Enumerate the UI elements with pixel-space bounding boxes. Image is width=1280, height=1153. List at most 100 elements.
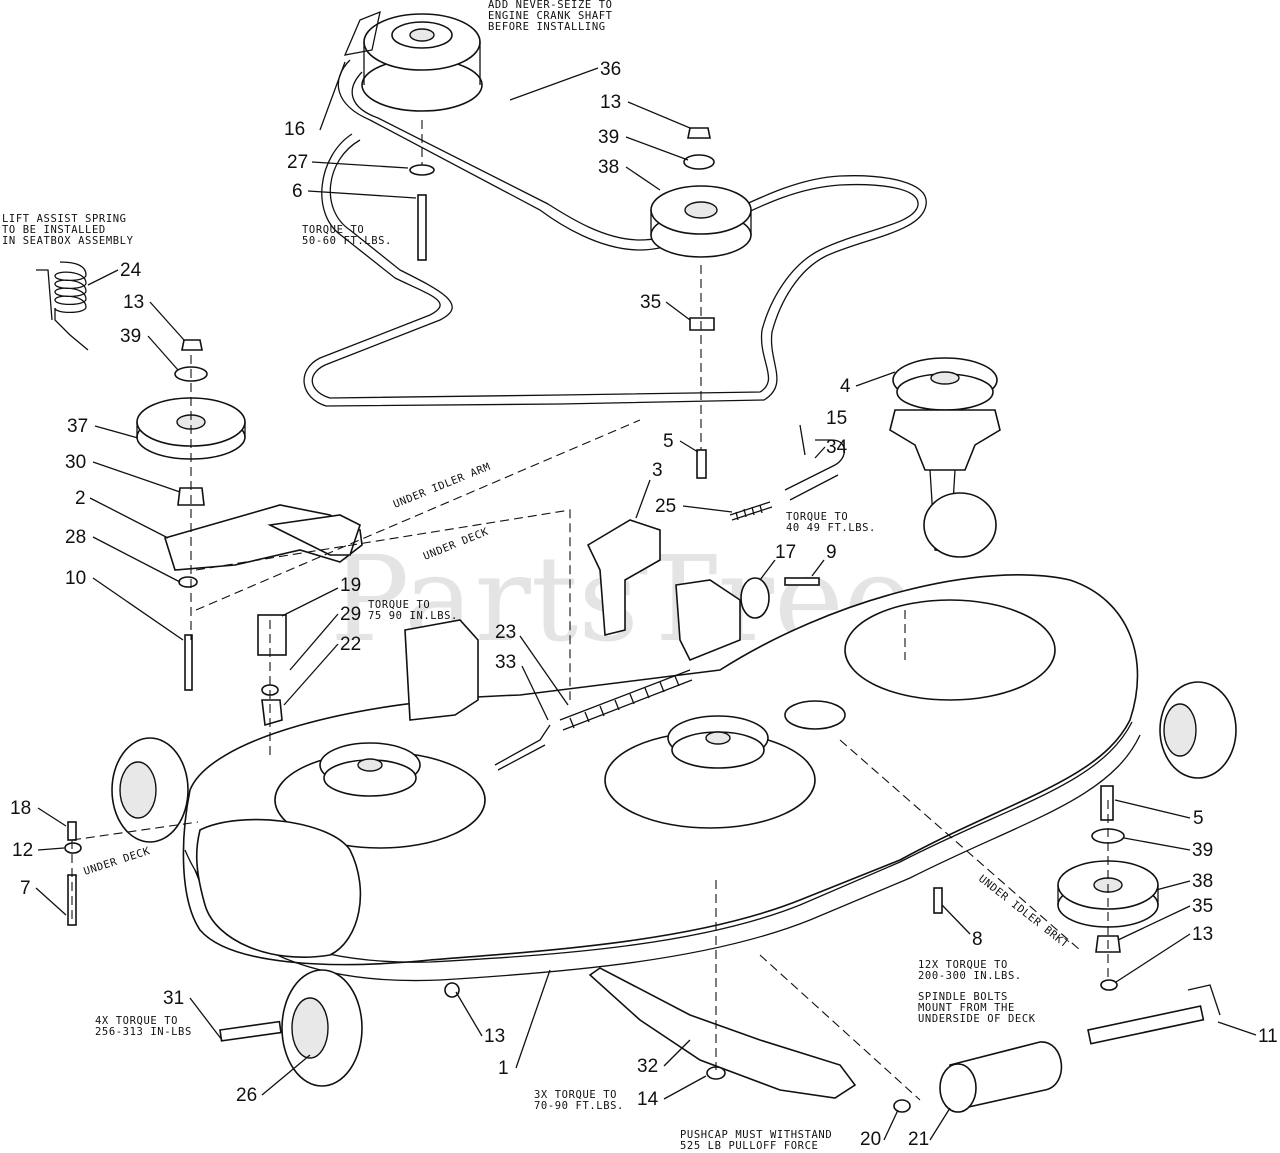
callout-2: 2 [75,488,86,509]
callout-22: 22 [340,634,361,655]
mower-blade [588,967,857,1099]
note-torque-4x: 4X TORQUE TO 256-313 IN-LBS [95,1015,192,1038]
svg-text:MOUNT FROM THE: MOUNT FROM THE [918,1002,1015,1014]
callout-13: 13 [123,292,144,313]
note-under-idler-arm: UNDER IDLER ARM [392,461,493,511]
callout-33: 33 [495,652,516,673]
center-spindle-pulley [667,715,769,769]
callout-15: 15 [826,408,847,429]
callout-14: 14 [637,1089,659,1110]
svg-text:PUSHCAP MUST WITHSTAND: PUSHCAP MUST WITHSTAND [680,1129,832,1141]
svg-text:ADD NEVER-SEIZE TO: ADD NEVER-SEIZE TO [488,0,613,11]
callout-5: 5 [663,431,674,452]
note-under-idler-brkt: UNDER IDLER BRKT [976,873,1071,951]
svg-text:TO BE INSTALLED: TO BE INSTALLED [2,224,106,236]
svg-text:200-300 IN.LBS.: 200-300 IN.LBS. [918,970,1022,982]
callout-37: 37 [67,416,88,437]
svg-text:40 49 FT.LBS.: 40 49 FT.LBS. [786,522,876,534]
callout-24: 24 [120,260,142,281]
callout-39: 39 [120,326,141,347]
callout-39: 39 [1192,840,1213,861]
callout-31: 31 [163,988,184,1009]
svg-text:TORQUE TO: TORQUE TO [368,599,430,611]
svg-text:UNDERSIDE OF DECK: UNDERSIDE OF DECK [918,1013,1036,1025]
callout-36: 36 [600,59,621,80]
callout-9: 9 [826,542,837,563]
callout-3: 3 [652,460,663,481]
note-torque-50-60: TORQUE TO 50-60 FT.LBS. [302,224,392,247]
callout-1: 1 [498,1058,509,1079]
callout-23: 23 [495,622,516,643]
callout-26: 26 [236,1085,257,1106]
svg-text:LIFT ASSIST SPRING: LIFT ASSIST SPRING [2,213,127,225]
callout-38: 38 [598,157,619,178]
svg-text:50-60 FT.LBS.: 50-60 FT.LBS. [302,235,392,247]
svg-text:IN SEATBOX ASSEMBLY: IN SEATBOX ASSEMBLY [2,235,134,247]
callout-32: 32 [637,1056,658,1077]
callouts: 16 36 13 39 38 27 6 35 24 13 39 37 30 2 … [10,59,1278,1150]
note-never-seize: ADD NEVER-SEIZE TO ENGINE CRANK SHAFT BE… [488,0,613,33]
callout-16: 16 [284,119,305,140]
anti-scalp-wheel-rear [923,492,997,558]
left-spindle-pulley [319,742,421,797]
callout-34: 34 [826,437,848,458]
callout-8: 8 [972,929,983,950]
callout-27: 27 [287,152,308,173]
callout-19: 19 [340,575,361,596]
callout-35: 35 [1192,896,1213,917]
svg-text:ENGINE CRANK SHAFT: ENGINE CRANK SHAFT [488,10,613,22]
callout-38: 38 [1192,871,1213,892]
callout-18: 18 [10,798,31,819]
anti-scalp-wheel-left [111,737,189,843]
callout-28: 28 [65,527,86,548]
engine-clutch-pulley [343,10,483,112]
note-lift-spring: LIFT ASSIST SPRING TO BE INSTALLED IN SE… [2,213,134,247]
svg-text:3X TORQUE TO: 3X TORQUE TO [534,1089,617,1101]
deck-roller [893,984,1221,1113]
svg-text:SPINDLE BOLTS: SPINDLE BOLTS [918,991,1008,1003]
anti-scalp-wheel-right [1159,681,1237,779]
lift-assist-spring [36,261,89,351]
callout-10: 10 [65,568,86,589]
svg-text:525 LB PULLOFF FORCE: 525 LB PULLOFF FORCE [680,1140,818,1152]
svg-text:TORQUE TO: TORQUE TO [302,224,364,236]
callout-11: 11 [1258,1026,1278,1047]
springs [494,424,846,771]
callout-20: 20 [860,1129,881,1150]
svg-text:70-90 FT.LBS.: 70-90 FT.LBS. [534,1100,624,1112]
callout-13: 13 [1192,924,1213,945]
callout-4: 4 [840,376,851,397]
note-torque-12x: 12X TORQUE TO 200-300 IN.LBS. [918,959,1022,982]
deck-idler-pulley [784,700,846,730]
idler-pulley-top [650,127,752,331]
belt-guard-bracket [404,519,741,721]
callout-21: 21 [908,1129,929,1150]
callout-39: 39 [598,127,619,148]
note-torque-40-49: TORQUE TO 40 49 FT.LBS. [786,511,876,534]
svg-text:BEFORE INSTALLING: BEFORE INSTALLING [488,21,606,33]
callout-13: 13 [600,92,621,113]
svg-text:4X TORQUE TO: 4X TORQUE TO [95,1015,178,1027]
svg-text:256-313 IN-LBS: 256-313 IN-LBS [95,1026,192,1038]
note-pushcap: PUSHCAP MUST WITHSTAND 525 LB PULLOFF FO… [680,1129,832,1152]
anti-scalp-wheel-front [281,969,363,1087]
callout-17: 17 [775,542,796,563]
callout-35: 35 [640,292,661,313]
callout-13: 13 [484,1026,505,1047]
callout-6: 6 [292,181,303,202]
callout-25: 25 [655,496,676,517]
svg-text:75 90 IN.LBS.: 75 90 IN.LBS. [368,610,458,622]
callout-5: 5 [1193,808,1204,829]
note-under-deck-left: UNDER DECK [82,845,152,878]
right-spindle-assembly [889,357,1001,553]
callout-29: 29 [340,604,361,625]
svg-text:TORQUE TO: TORQUE TO [786,511,848,523]
callout-7: 7 [20,878,31,899]
callout-12: 12 [12,840,33,861]
note-spindle-bolts: SPINDLE BOLTS MOUNT FROM THE UNDERSIDE O… [918,991,1036,1025]
deck-belt [303,59,927,407]
callout-30: 30 [65,452,86,473]
note-torque-3x: 3X TORQUE TO 70-90 FT.LBS. [534,1089,624,1112]
note-torque-75-90: TORQUE TO 75 90 IN.LBS. [368,599,458,622]
